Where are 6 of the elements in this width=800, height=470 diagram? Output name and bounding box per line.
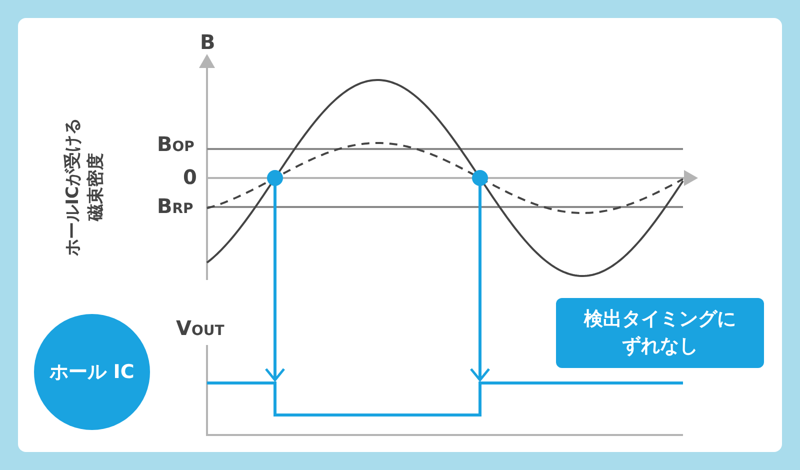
axis-title: ホールICが受ける磁束密度	[62, 117, 107, 258]
callout-box	[556, 298, 764, 368]
node-text: 検出タイミングにずれなし	[582, 307, 737, 359]
axis-label: 0	[183, 165, 197, 189]
axis-label: B	[200, 30, 216, 54]
node-text: ホール IC	[50, 360, 134, 385]
